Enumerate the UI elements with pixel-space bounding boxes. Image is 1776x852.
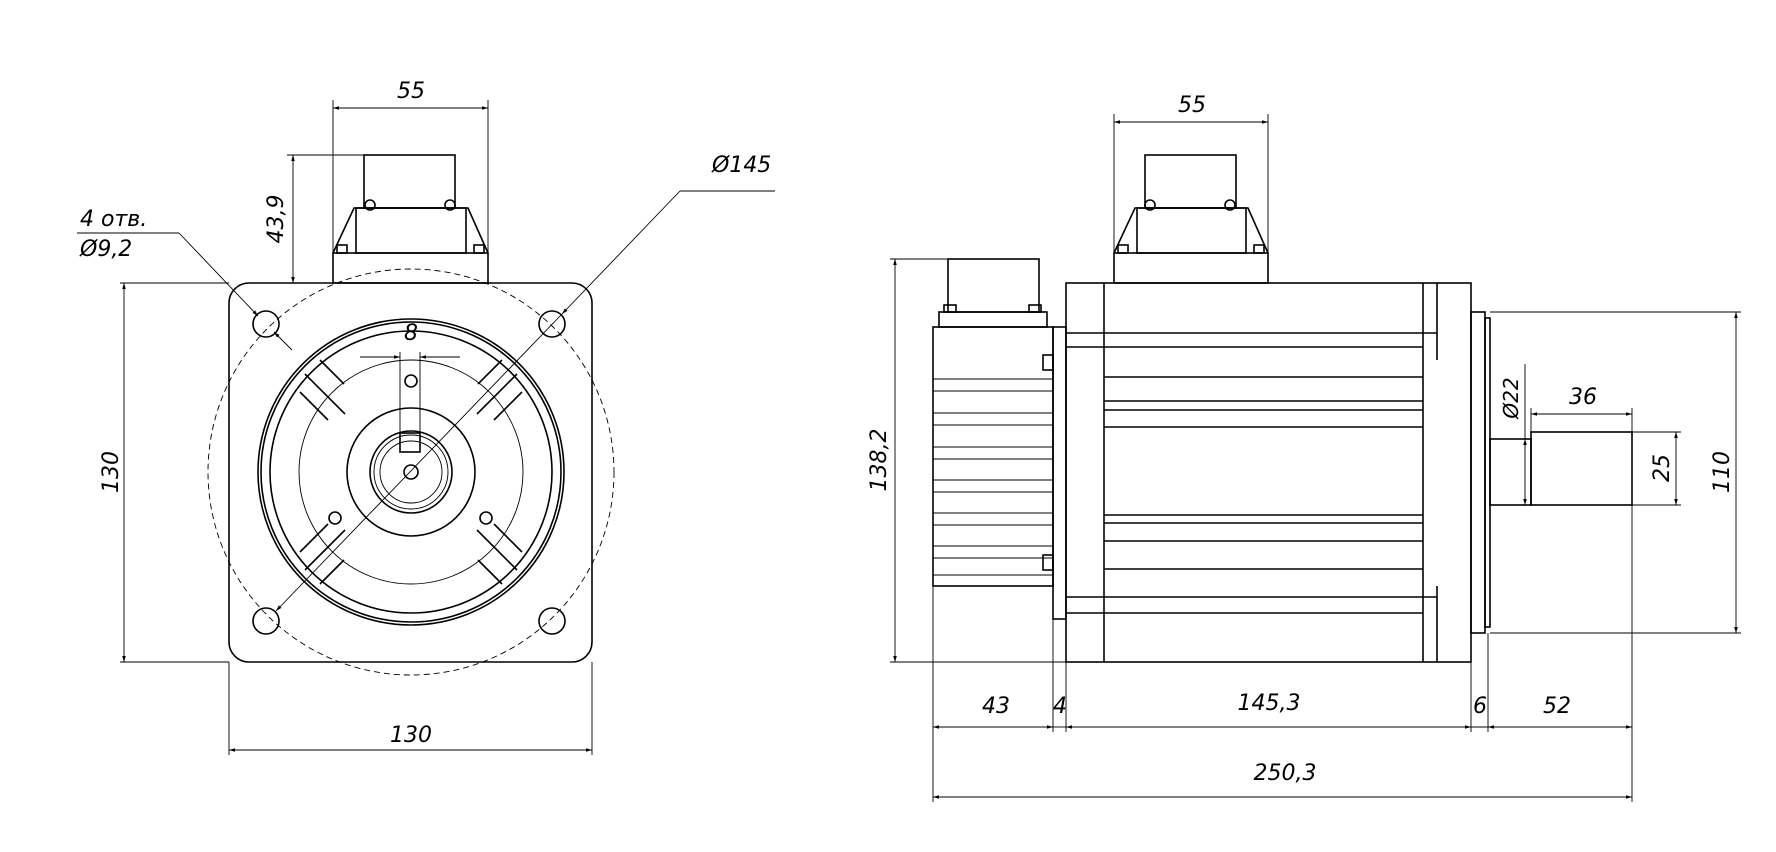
holes-count-label: 4 отв. (80, 207, 147, 232)
rear-plate (1052, 326, 1067, 620)
dim-key-length: 36 (1569, 385, 1597, 410)
dim-connector-width: 55 (397, 79, 425, 104)
hole-diameter-label: Ø9,2 (79, 237, 132, 262)
front-connector (332, 154, 489, 284)
bolt-circle (207, 268, 615, 676)
rear-connector (947, 258, 1040, 313)
shaft-key-section (1530, 431, 1633, 506)
side-view: 55 138,2 43 4 145,3 6 52 250,3 110 25 Ø2… (867, 93, 1741, 802)
dim-key-height: 25 (1650, 454, 1675, 482)
shaft-key (399, 432, 421, 453)
side-connector (1113, 154, 1269, 284)
dim-flange-height: 130 (99, 451, 124, 493)
encoder-housing (932, 326, 1054, 587)
motor-body (1065, 282, 1472, 663)
ribs (299, 359, 523, 585)
dim-connector-height: 43,9 (264, 195, 289, 244)
body-grooves (1066, 332, 1437, 614)
dim-side-connector-width: 55 (1178, 93, 1206, 118)
hub (346, 407, 476, 537)
dim-overall-length: 250,3 (1254, 761, 1317, 786)
dim-encoder-length: 43 (982, 694, 1010, 719)
dim-shaft-diameter: Ø22 (1499, 377, 1523, 419)
dim-body-length: 145,3 (1238, 691, 1301, 716)
encoder-fins (933, 378, 1053, 576)
dim-pilot-diameter: 110 (1710, 451, 1735, 493)
dim-plate-thickness: 4 (1053, 694, 1067, 719)
bolt-circle-label: Ø145 (711, 153, 771, 178)
dim-flange-thickness: 6 (1473, 694, 1487, 719)
dim-shaft-length: 52 (1543, 694, 1571, 719)
front-flange (1470, 311, 1486, 634)
dim-overall-height: 138,2 (867, 429, 892, 492)
dim-flange-width: 130 (390, 723, 432, 748)
shaft-center (403, 464, 419, 480)
front-view: 55 43,9 4 отв. Ø9,2 Ø145 8 130 130 (77, 79, 775, 755)
mounting-holes (252, 310, 566, 635)
dim-key-width: 8 (404, 321, 418, 346)
